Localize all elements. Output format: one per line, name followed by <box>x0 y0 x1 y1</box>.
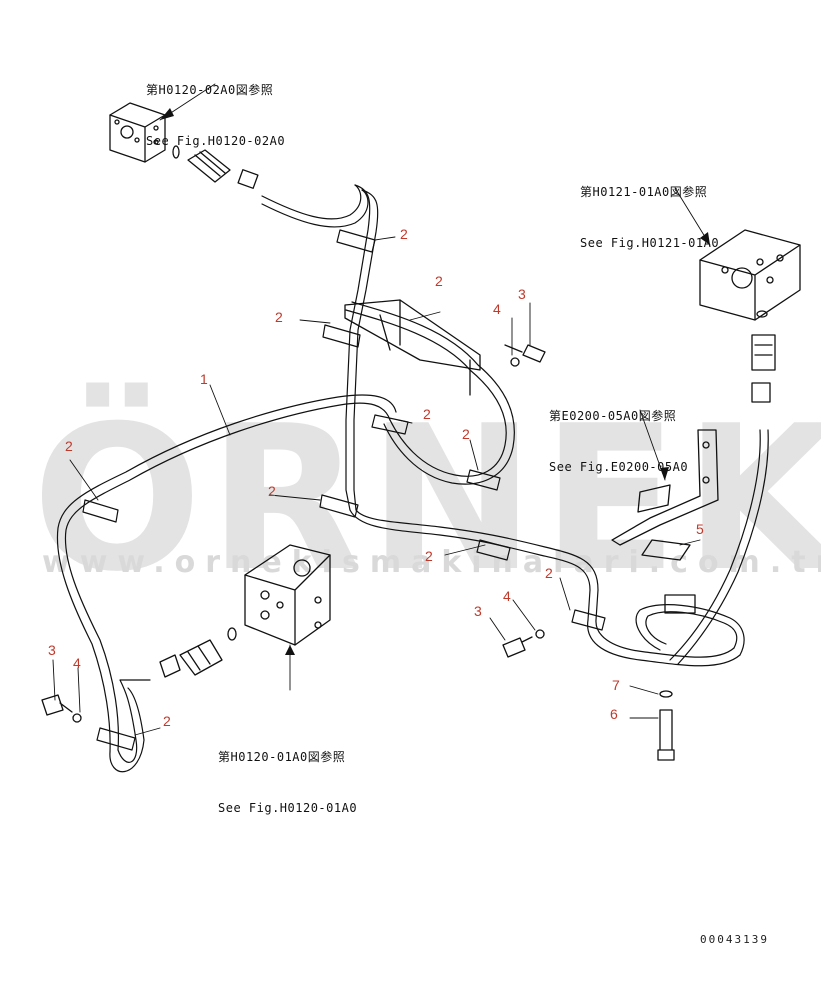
part-number-3: 3 <box>518 286 526 302</box>
watermark-url: www.ornekismakinalari.com.tr <box>42 545 821 580</box>
part-number-2: 2 <box>435 273 443 289</box>
ref-en: See Fig.H0120-01A0 <box>218 801 358 815</box>
ref-jp: 第E0200-05A0図参照 <box>549 409 677 423</box>
valve-block-right <box>699 229 801 321</box>
ref-h0121-01a0: 第H0121-01A0図参照 See Fig.H0121-01A0 <box>580 150 719 286</box>
pressure-sensor-top <box>187 149 259 189</box>
part-number-3: 3 <box>48 642 56 658</box>
arrowheads <box>160 108 710 655</box>
part-number-2: 2 <box>462 426 470 442</box>
support-bar <box>344 299 481 396</box>
part-number-2: 2 <box>425 548 433 564</box>
part-number-2: 2 <box>423 406 431 422</box>
part-number-4: 4 <box>493 301 501 317</box>
o-ring-top <box>172 145 180 159</box>
mounting-bracket <box>611 429 719 614</box>
ref-jp: 第H0121-01A0図参照 <box>580 185 708 199</box>
bolts-washers <box>41 344 675 761</box>
ref-h0120-01a0: 第H0120-01A0図参照 See Fig.H0120-01A0 <box>218 715 357 851</box>
part-number-7: 7 <box>612 677 620 693</box>
ref-en: See Fig.E0200-05A0 <box>549 460 689 474</box>
ref-jp: 第H0120-02A0図参照 <box>146 83 274 97</box>
harness-main <box>56 184 769 773</box>
part-number-2: 2 <box>65 438 73 454</box>
valve-block-top-left <box>109 102 166 163</box>
valve-block-lower <box>244 544 331 646</box>
ref-en: See Fig.H0120-02A0 <box>146 134 286 148</box>
pressure-sensor-lower <box>159 639 223 678</box>
ref-en: See Fig.H0121-01A0 <box>580 236 720 250</box>
part-number-6: 6 <box>610 706 618 722</box>
part-number-4: 4 <box>73 655 81 671</box>
drawing-code: 00043139 <box>700 933 769 946</box>
o-ring-right <box>756 310 768 318</box>
part-number-3: 3 <box>474 603 482 619</box>
ref-h0120-02a0: 第H0120-02A0図参照 See Fig.H0120-02A0 <box>146 48 285 184</box>
part-number-5: 5 <box>696 521 704 537</box>
part-number-2: 2 <box>163 713 171 729</box>
part-number-2: 2 <box>545 565 553 581</box>
clamps <box>82 229 606 751</box>
o-ring-lower <box>227 627 237 641</box>
part-number-2: 2 <box>268 483 276 499</box>
part-number-2: 2 <box>275 309 283 325</box>
pressure-sensor-right <box>751 334 776 403</box>
ref-jp: 第H0120-01A0図参照 <box>218 750 346 764</box>
part-number-1: 1 <box>200 371 208 387</box>
part-number-2: 2 <box>400 226 408 242</box>
part-number-4: 4 <box>503 588 511 604</box>
watermark-brand: ÖRNEK <box>32 383 821 616</box>
leader-lines <box>52 83 711 736</box>
ref-e0200-05a0: 第E0200-05A0図参照 See Fig.E0200-05A0 <box>549 374 688 510</box>
